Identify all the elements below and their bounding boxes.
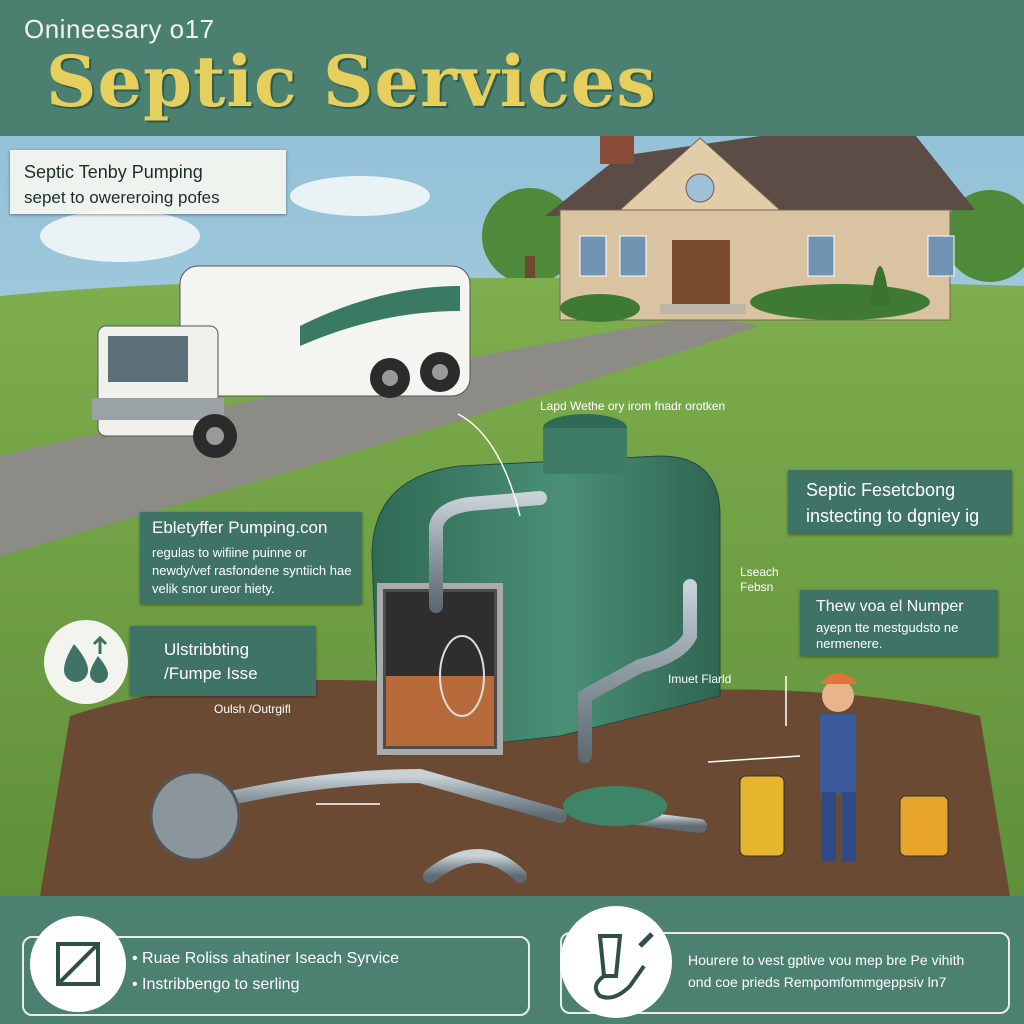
callout-pumper-title: Thew voa el Numper xyxy=(816,598,964,615)
water-drop-icon xyxy=(44,620,128,704)
list-item: Instribbengo to serling xyxy=(132,972,399,998)
callout-distributing: Ulstribbting /Fumpe Isse xyxy=(130,626,316,696)
pump-hose-icon xyxy=(560,906,672,1018)
footer-note-box: Hourere to vest gptive vou mep bre Pe vi… xyxy=(560,932,1010,1014)
cart-pump xyxy=(739,775,785,857)
footer-services-box: Ruae Roliss ahatiner Iseach Syrvice Inst… xyxy=(22,936,530,1016)
label-leach: Lseach Febsn xyxy=(740,565,779,594)
callout-pumping: Septic Tenby Pumping sepet to owereroing… xyxy=(10,150,286,214)
callout-distributing-text: /Fumpe Isse xyxy=(164,664,258,683)
callout-pumper-text: ayepn tte mestgudsto ne nermenere. xyxy=(816,620,959,651)
callout-pumper: Thew voa el Numper ayepn tte mestgudsto … xyxy=(800,590,998,656)
footer-note-line2: ond coe prieds Rempomfommgeppsiv ln7 xyxy=(688,974,947,990)
vacuum-unit xyxy=(899,795,949,857)
label-outlet: Oulsh /Outrgifl xyxy=(214,702,291,716)
callout-filter-title: Ebletyffer Pumping.con xyxy=(152,518,328,537)
callout-filter-text: regulas to wifiine puinne or newdy/vef r… xyxy=(152,545,352,596)
label-lid: Lapd Wethe ory irom fnadr orotken xyxy=(540,399,726,413)
pump-truck xyxy=(92,265,471,458)
label-field: Imuet Flarld xyxy=(668,672,732,686)
callout-pumping-text: sepet to owereroing pofes xyxy=(24,188,220,207)
callout-inspection-title: Septic Fesetcbong xyxy=(806,480,956,500)
septic-tank xyxy=(371,414,721,757)
list-item: Ruae Roliss ahatiner Iseach Syrvice xyxy=(132,946,399,972)
page-subtitle: Onineesary o17 xyxy=(24,14,215,44)
callout-inspection: Septic Fesetcbong instecting to dgniey i… xyxy=(788,470,1012,534)
callout-filter: Ebletyffer Pumping.con regulas to wifiin… xyxy=(140,512,362,604)
footer-services-list: Ruae Roliss ahatiner Iseach Syrvice Inst… xyxy=(132,946,399,998)
page-title: Septic Services xyxy=(46,40,657,123)
callout-inspection-text: instecting to dgniey ig xyxy=(806,506,980,526)
header-bar xyxy=(0,0,1024,136)
pump-machine xyxy=(149,770,241,862)
callout-pumping-title: Septic Tenby Pumping xyxy=(24,162,203,182)
callout-distributing-title: Ulstribbting xyxy=(164,640,250,659)
footer-note-line1: Hourere to vest gptive vou mep bre Pe vi… xyxy=(688,952,965,968)
worker xyxy=(820,673,858,862)
checklist-icon xyxy=(30,916,126,1012)
